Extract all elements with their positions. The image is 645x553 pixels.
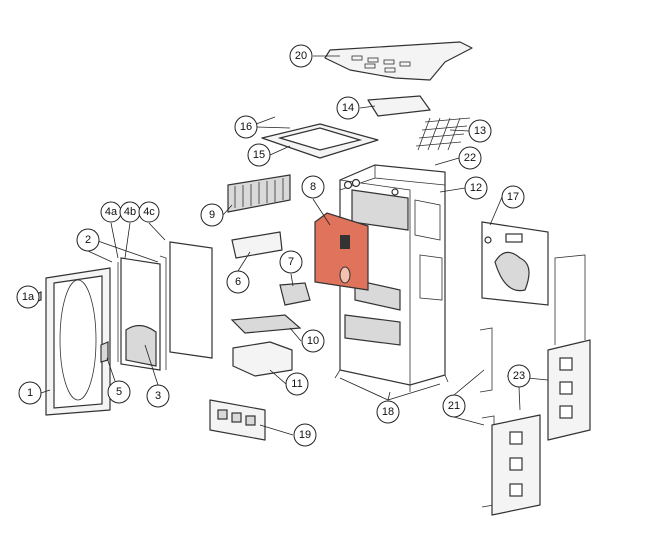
part-stove-body <box>334 164 449 392</box>
svg-text:1a: 1a <box>22 291 35 303</box>
label-20: 20 <box>289 44 313 68</box>
label-6: 6 <box>226 270 250 294</box>
label-1a: 1a <box>16 285 40 309</box>
label-7: 7 <box>279 250 303 274</box>
svg-text:7: 7 <box>288 256 294 268</box>
label-5: 5 <box>107 380 131 404</box>
part-top-plate <box>367 95 431 117</box>
label-16: 16 <box>234 115 258 139</box>
svg-text:8: 8 <box>310 181 316 193</box>
svg-text:17: 17 <box>507 191 519 203</box>
svg-text:20: 20 <box>295 50 307 62</box>
part-side-panel-left <box>491 414 541 516</box>
label-18: 18 <box>376 400 400 424</box>
svg-text:18: 18 <box>382 406 394 418</box>
label-15: 15 <box>247 143 271 167</box>
part-grid <box>415 117 471 151</box>
label-9: 9 <box>200 203 224 227</box>
svg-text:21: 21 <box>448 400 460 412</box>
label-1: 1 <box>18 381 42 405</box>
label-14: 14 <box>336 96 360 120</box>
label-22: 22 <box>458 146 482 170</box>
label-8: 8 <box>301 175 325 199</box>
svg-text:4a: 4a <box>105 206 118 218</box>
svg-text:5: 5 <box>116 386 122 398</box>
label-23: 23 <box>507 364 531 388</box>
part-control-panel <box>209 399 266 441</box>
label-3: 3 <box>146 384 170 408</box>
part-glass <box>169 241 213 359</box>
svg-text:22: 22 <box>464 152 476 164</box>
part-inner-door <box>117 257 161 371</box>
part-rear-plate <box>481 221 549 306</box>
svg-text:15: 15 <box>253 149 265 161</box>
label-13: 13 <box>468 119 492 143</box>
svg-text:19: 19 <box>299 429 311 441</box>
part-side-panel-right <box>547 254 591 441</box>
svg-text:6: 6 <box>235 276 241 288</box>
label-19: 19 <box>293 423 317 447</box>
label-11: 11 <box>285 372 309 396</box>
svg-text:2: 2 <box>85 234 91 246</box>
label-21: 21 <box>442 394 466 418</box>
part-ash-pan <box>232 341 293 377</box>
svg-text:3: 3 <box>155 390 161 402</box>
leader-lines <box>29 55 549 436</box>
svg-text:12: 12 <box>470 182 482 194</box>
part-gasket <box>159 255 167 370</box>
label-4c: 4c <box>138 201 160 223</box>
part-grate <box>230 314 302 334</box>
part-heat-panel <box>314 212 369 291</box>
part-bracket <box>231 231 283 259</box>
svg-text:16: 16 <box>240 121 252 133</box>
part-top-cover <box>324 41 473 81</box>
label-10: 10 <box>301 329 325 353</box>
svg-text:1: 1 <box>27 387 33 399</box>
label-4a: 4a <box>100 201 122 223</box>
svg-text:11: 11 <box>291 378 302 390</box>
label-12: 12 <box>464 176 488 200</box>
svg-text:4b: 4b <box>124 206 136 218</box>
label-4b: 4b <box>119 201 141 223</box>
part-door <box>45 267 111 416</box>
svg-text:9: 9 <box>209 209 215 221</box>
svg-text:14: 14 <box>342 102 354 114</box>
svg-text:13: 13 <box>474 125 486 137</box>
svg-text:4c: 4c <box>143 206 155 218</box>
part-burn-pot <box>279 282 311 306</box>
svg-text:10: 10 <box>307 335 319 347</box>
part-grille <box>227 174 291 213</box>
part-frame <box>261 123 379 159</box>
label-2: 2 <box>76 228 100 252</box>
svg-text:23: 23 <box>513 370 525 382</box>
label-17: 17 <box>501 185 525 209</box>
